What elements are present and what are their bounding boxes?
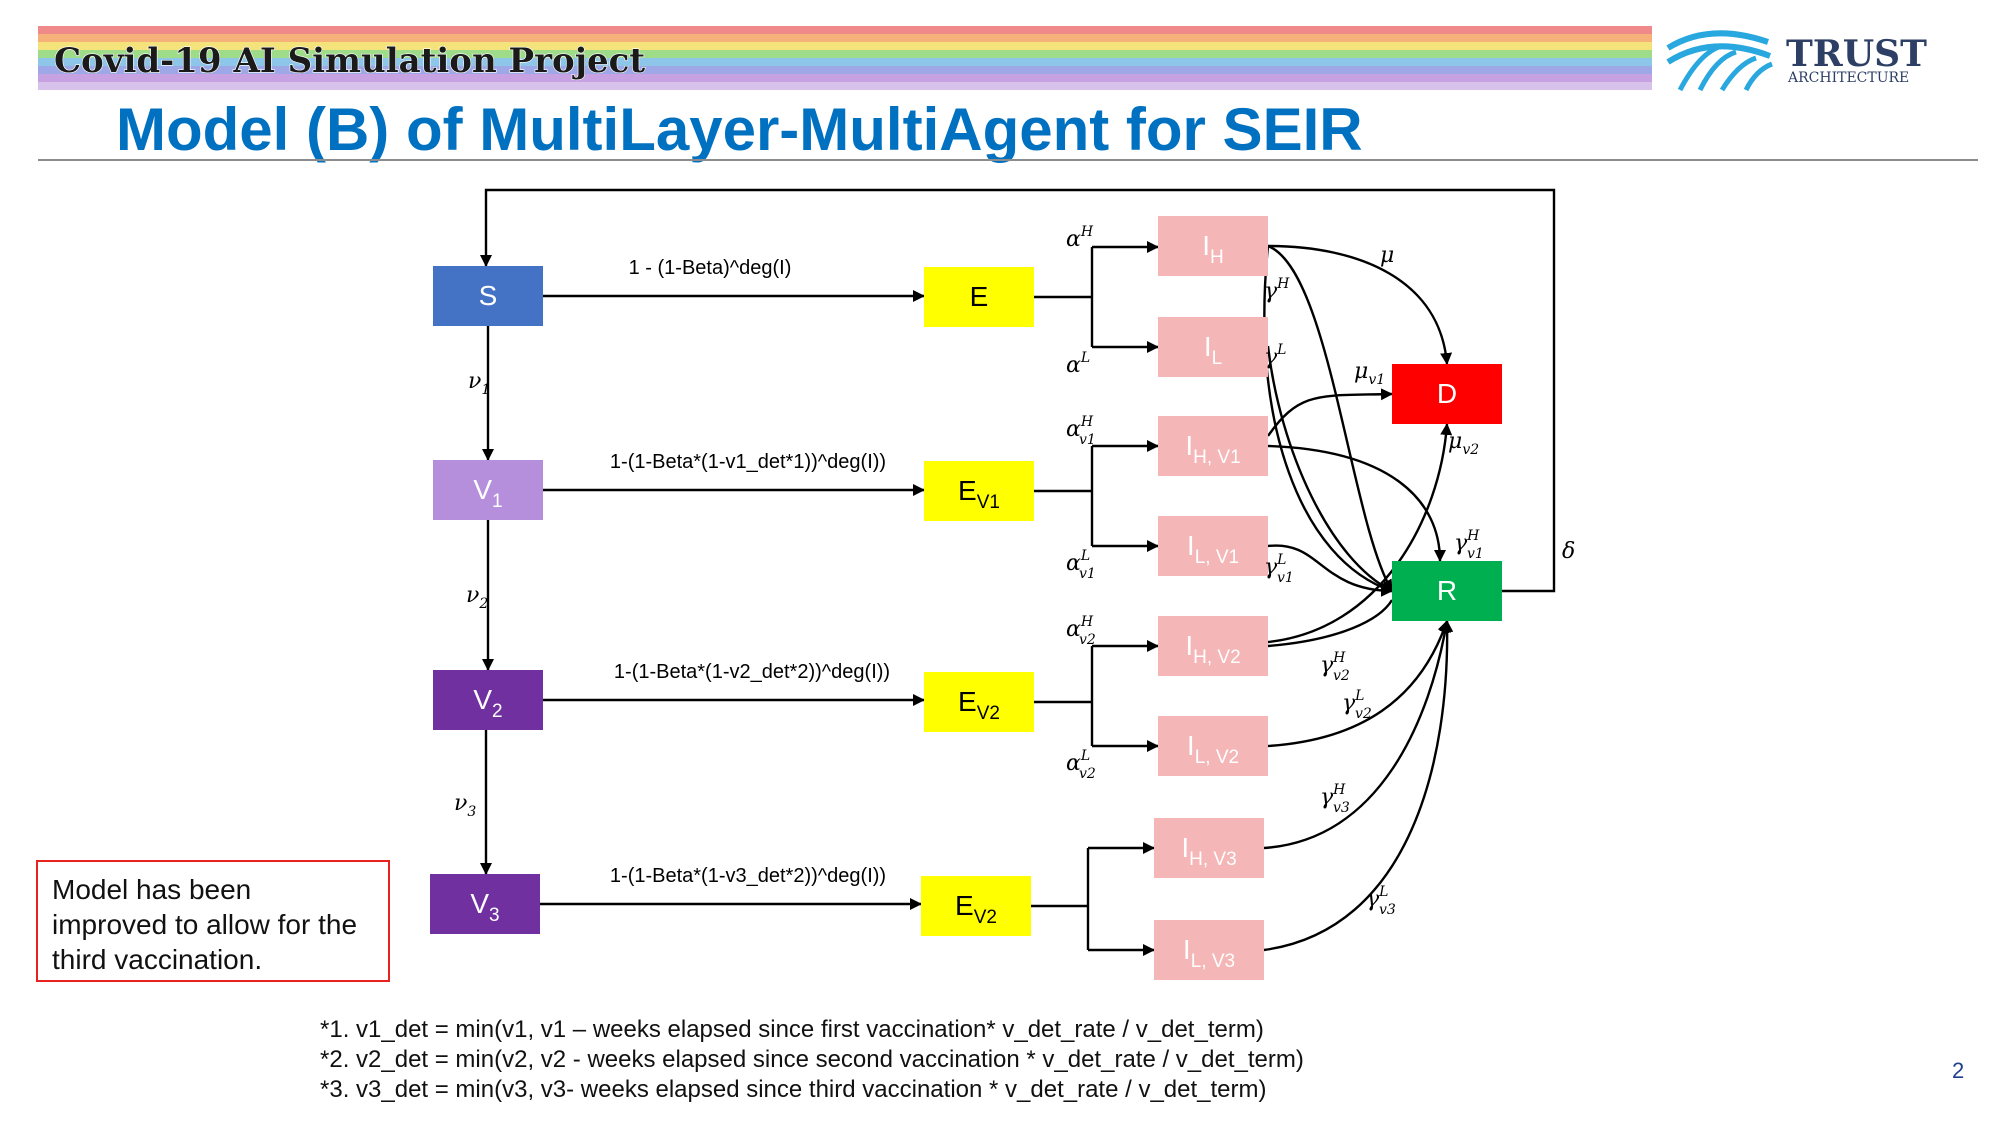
curve-ilv1-r [1267, 544, 1393, 597]
arrow-r-s-loop [480, 188, 1556, 593]
node-ev3: EV2 [921, 876, 1031, 936]
node-r: R [1392, 561, 1502, 621]
rate-label-s-to-e: 1 - (1-Beta)^deg(I) [629, 257, 792, 279]
node-label-ilv3: IL, V3 [1183, 934, 1235, 972]
trust-architecture-logo-icon [1666, 30, 1773, 92]
slide-title: Model (B) of MultiLayer-MultiAgent for S… [116, 96, 1363, 163]
rate-label-v2-to-ev2: 1-(1-Beta*(1-v2_det*2))^deg(I)) [614, 661, 890, 683]
node-v3: V3 [430, 874, 540, 934]
node-ilv1: IL, V1 [1158, 516, 1268, 576]
node-d: D [1392, 364, 1502, 424]
node-ihv1: IH, V1 [1158, 416, 1268, 476]
node-label-ev2: EV2 [958, 686, 1000, 724]
footnote-2: *2. v2_det = min(v2, v2 - weeks elapsed … [320, 1046, 1304, 1073]
node-label-ihv2: IH, V2 [1185, 630, 1240, 668]
node-ih: IH [1158, 216, 1268, 276]
node-e: E [924, 267, 1034, 327]
math-label-alphah: αH [1066, 224, 1094, 252]
footnote-3: *3. v3_det = min(v3, v3- weeks elapsed s… [320, 1076, 1267, 1103]
node-label-il: IL [1204, 331, 1222, 369]
curve-ihv3-r [1263, 620, 1452, 850]
math-label-gammal: γL [1264, 342, 1286, 370]
node-label-v2: V2 [473, 684, 502, 722]
diagram-labels: 1 - (1-Beta)^deg(I) 1-(1-Beta*(1-v1_det*1… [454, 224, 1575, 918]
node-ev2: EV2 [924, 672, 1034, 732]
math-label-alphal: αL [1066, 350, 1090, 378]
math-label-muv1: μv1 [1354, 359, 1385, 388]
curve-ihv1-d [1267, 388, 1393, 437]
node-label-s: S [479, 280, 498, 311]
note-box: Model has been improved to allow for the… [36, 860, 390, 982]
node-label-e: E [970, 281, 989, 312]
curve-ih-r [1267, 244, 1394, 592]
logo-name: TRUST [1786, 33, 1927, 75]
math-label-nu2: ν2 [466, 583, 488, 612]
node-s: S [433, 266, 543, 326]
node-ilv3: IL, V3 [1154, 920, 1264, 980]
rate-label-v1-to-ev1: 1-(1-Beta*(1-v1_det*1))^deg(I)) [610, 451, 886, 473]
curve-ilv3-r [1263, 620, 1454, 952]
node-label-r: R [1437, 575, 1457, 606]
math-label-mu: μ [1380, 243, 1394, 268]
math-label-gammah: γH [1264, 276, 1290, 304]
page-number: 2 [1952, 1058, 1965, 1083]
node-ev1: EV1 [924, 461, 1034, 521]
math-label-nu3: ν3 [454, 791, 476, 820]
node-ihv2: IH, V2 [1158, 616, 1268, 676]
node-label-ih: IH [1202, 230, 1224, 268]
curve-il-r [1266, 345, 1393, 593]
node-ihv3: IH, V3 [1154, 818, 1264, 878]
curve-ihv2-r [1267, 599, 1394, 648]
curve-ilv2-r [1267, 620, 1450, 748]
node-label-v3: V3 [470, 888, 499, 926]
node-label-ev3: EV2 [955, 890, 997, 928]
node-label-ihv3: IH, V3 [1181, 832, 1236, 870]
node-v1: V1 [433, 460, 543, 520]
node-label-ilv2: IL, V2 [1187, 730, 1239, 768]
curve-ih-r2 [1263, 245, 1393, 593]
node-ilv2: IL, V2 [1158, 716, 1268, 776]
node-label-ev1: EV1 [958, 475, 1000, 513]
rainbow-banner [38, 26, 1652, 90]
node-label-v1: V1 [473, 474, 502, 512]
footnotes: *1. v1_det = min(v1, v1 – weeks elapsed … [320, 1015, 1304, 1105]
math-label-muv2: μv2 [1448, 429, 1479, 458]
rate-label-v3-to-ev3: 1-(1-Beta*(1-v3_det*2))^deg(I)) [610, 865, 886, 887]
node-label-ihv1: IH, V1 [1185, 430, 1240, 468]
node-label-d: D [1437, 378, 1457, 409]
diagram-edges [480, 188, 1556, 956]
logo-subtitle: ARCHITECTURE [1787, 70, 1909, 86]
node-v2: V2 [433, 670, 543, 730]
curve-ihv1-r [1267, 444, 1446, 562]
node-label-ilv1: IL, V1 [1187, 530, 1239, 568]
footnote-1: *1. v1_det = min(v1, v1 – weeks elapsed … [320, 1016, 1264, 1043]
math-label-nu1: ν1 [468, 369, 490, 398]
math-label-delta: δ [1562, 539, 1575, 564]
curve-ih-d [1267, 244, 1453, 365]
banner-title: Covid-19 AI Simulation Project [54, 41, 645, 81]
node-il: IL [1158, 317, 1268, 377]
